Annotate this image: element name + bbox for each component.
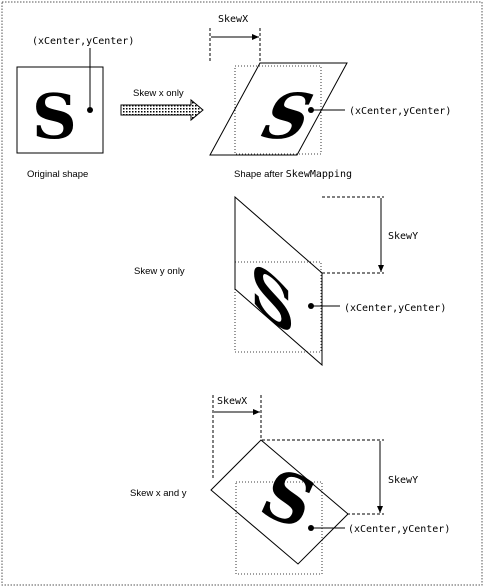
skew-y-center-label: (xCenter,yCenter) xyxy=(344,303,446,314)
original-glyph: S xyxy=(32,80,77,153)
original-shape-panel: S (xCenter,yCenter) Original shape xyxy=(16,36,134,180)
original-shape-caption: Original shape xyxy=(27,169,88,180)
skew-x-and-y-label: Skew x and y xyxy=(130,488,187,499)
skewx-label: SkewX xyxy=(218,14,248,25)
original-center-label: (xCenter,yCenter) xyxy=(32,36,134,47)
skewy-label: SkewY xyxy=(388,231,418,242)
skew-x-parallelogram xyxy=(209,62,348,156)
original-shape-box xyxy=(16,66,104,154)
skew-arrow: Skew x only xyxy=(120,88,204,122)
skew-x-center-label: (xCenter,yCenter) xyxy=(349,106,451,117)
skew-arrow-shape xyxy=(120,98,204,122)
skewx2-label: SkewX xyxy=(217,396,247,407)
skew-xy-glyph: S xyxy=(249,454,327,544)
shape-after-mono: SkewMapping xyxy=(286,169,352,180)
skew-xy-parallelogram xyxy=(210,439,349,565)
skew-xy-panel: Skew x and y SkewX S SkewY (xCenter,yCen… xyxy=(130,395,450,575)
skew-y-glyph: S xyxy=(250,244,295,355)
skew-y-only-label: Skew y only xyxy=(134,266,185,277)
skew-x-glyph: S xyxy=(248,81,326,153)
skew-y-parallelogram xyxy=(234,195,323,367)
skew-y-panel: Skew y only S SkewY (xCenter,yCenter) xyxy=(134,195,446,367)
skew-xy-center-label: (xCenter,yCenter) xyxy=(348,524,450,535)
skewy2-label: SkewY xyxy=(388,475,418,486)
skew-x-only-label: Skew x only xyxy=(133,88,184,99)
skew-x-panel: SkewX S (xCenter,yCenter) Shape after Sk… xyxy=(209,14,451,180)
skew-y-original-box xyxy=(234,261,322,353)
shape-after-prefix: Shape after xyxy=(234,169,286,180)
shape-after-caption: Shape after SkewMapping xyxy=(234,169,352,180)
